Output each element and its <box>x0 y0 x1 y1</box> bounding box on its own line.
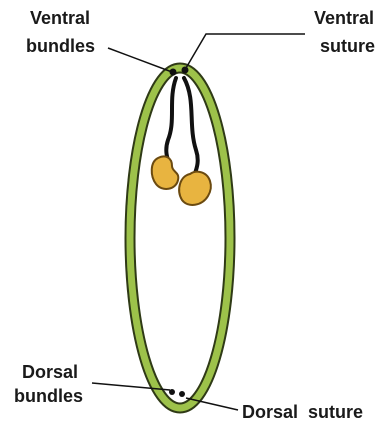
dorsal-bundle-dots <box>169 389 185 397</box>
label-dorsal-suture: Dorsal suture <box>242 402 363 422</box>
leader-ventral-bundles <box>108 48 172 72</box>
label-dorsal-bundles-line2: bundles <box>14 386 83 406</box>
funicle-stalk-right <box>184 78 198 176</box>
funicle-stalk-left <box>166 78 176 165</box>
label-dorsal-bundles-line1: Dorsal <box>22 362 78 382</box>
ventral-bundle-dot-right <box>182 67 189 74</box>
label-ventral-suture-line2: suture <box>320 36 375 56</box>
ovule-right <box>179 172 211 205</box>
label-ventral-bundles-line2: bundles <box>26 36 95 56</box>
dorsal-bundle-dot-right <box>179 391 185 397</box>
label-ventral-suture-line1: Ventral <box>314 8 374 28</box>
carpel-wall-band <box>130 68 230 408</box>
carpel-wall <box>130 68 230 408</box>
leader-ventral-suture <box>186 34 305 68</box>
ovules <box>152 156 211 205</box>
leader-lines <box>92 34 305 410</box>
ovule-left <box>152 156 179 189</box>
label-ventral-bundles-line1: Ventral <box>30 8 90 28</box>
